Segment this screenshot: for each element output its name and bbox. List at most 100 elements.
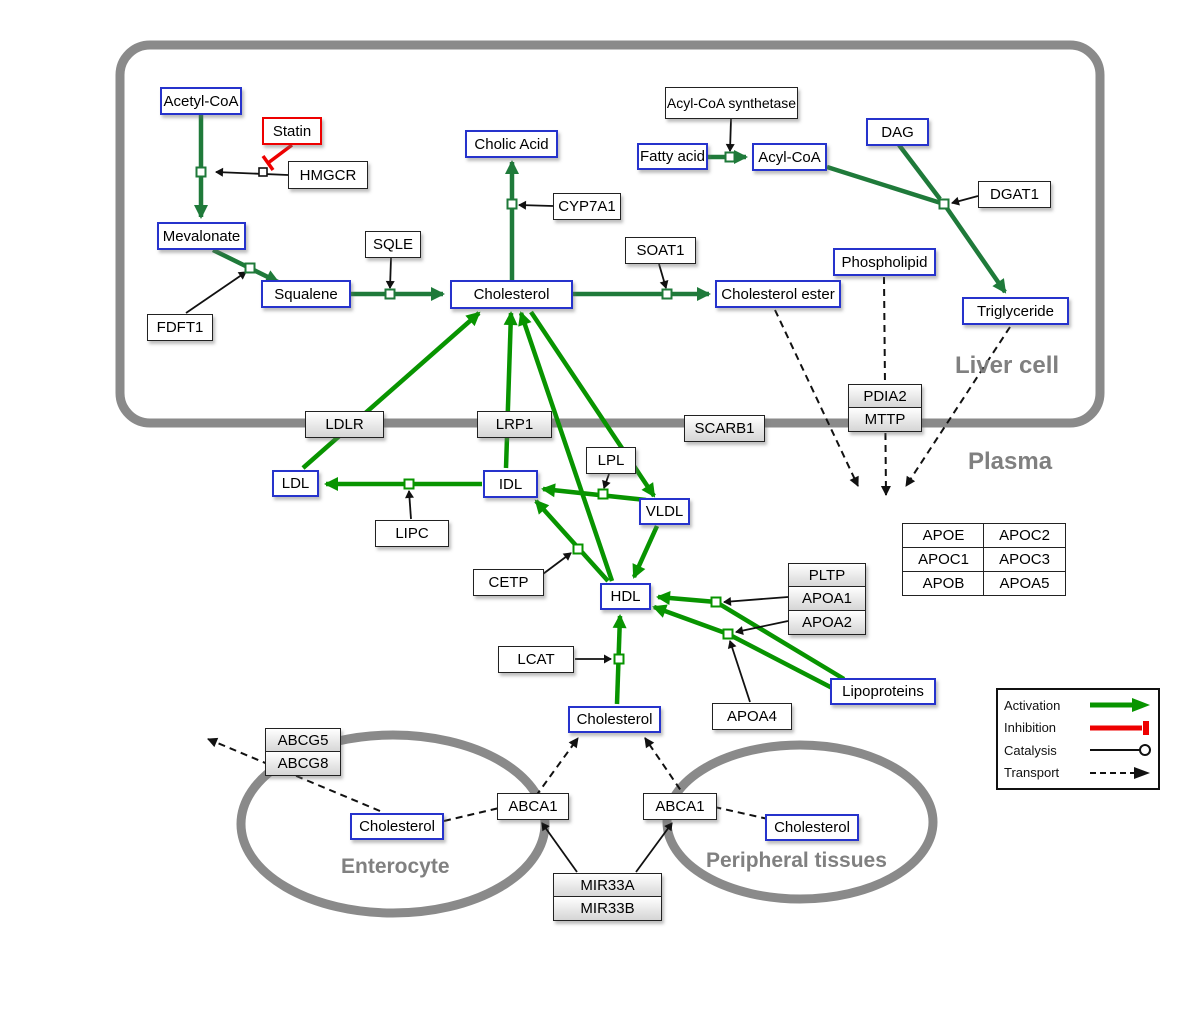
node-pdia2-mttp-group: PDIA2 MTTP [848, 384, 922, 433]
activation-arrow-icon [1090, 698, 1150, 713]
node-idl[interactable]: IDL [483, 470, 538, 498]
node-apoa1[interactable]: APOA1 [788, 586, 866, 612]
node-soat1[interactable]: SOAT1 [625, 237, 696, 264]
legend-row-activation: Activation [1004, 697, 1152, 713]
node-pltp[interactable]: PLTP [788, 563, 866, 588]
node-triglyceride[interactable]: Triglyceride [962, 297, 1069, 325]
node-hdl[interactable]: HDL [600, 583, 651, 610]
node-statin[interactable]: Statin [262, 117, 322, 145]
node-ldlr[interactable]: LDLR [305, 411, 384, 438]
node-mir33a[interactable]: MIR33A [553, 873, 662, 898]
node-cholesterol-plasma[interactable]: Cholesterol [568, 706, 661, 733]
apo-cell[interactable]: APOC1 [902, 546, 985, 572]
apo-cell[interactable]: APOA5 [983, 570, 1066, 596]
node-fdft1[interactable]: FDFT1 [147, 314, 213, 341]
node-squalene[interactable]: Squalene [261, 280, 351, 308]
node-vldl[interactable]: VLDL [639, 498, 690, 525]
node-cholesterol-peripheral[interactable]: Cholesterol [765, 814, 859, 841]
node-cetp[interactable]: CETP [473, 569, 544, 596]
node-ldl[interactable]: LDL [272, 470, 319, 497]
edge-ldl-liver-uptake [301, 311, 481, 470]
catalysis-fdft1 [185, 271, 247, 314]
peripheral-tissues-label: Peripheral tissues [706, 849, 887, 872]
inhibition-statin-tbar [261, 154, 275, 172]
junction-hdl-idl [572, 543, 584, 555]
node-cholesterol-ester[interactable]: Cholesterol ester [715, 280, 841, 308]
node-cyp7a1[interactable]: CYP7A1 [553, 193, 621, 220]
node-dgat1[interactable]: DGAT1 [978, 181, 1051, 208]
node-lipc[interactable]: LIPC [375, 520, 449, 547]
node-mttp[interactable]: MTTP [848, 407, 922, 433]
node-abcg5[interactable]: ABCG5 [265, 728, 341, 753]
edge-mir33-abca1-left [541, 822, 578, 873]
legend-row-inhibition: Inhibition [1004, 720, 1152, 736]
node-lpl[interactable]: LPL [586, 447, 636, 474]
node-pltp-apoa-group: PLTP APOA1 APOA2 [788, 563, 866, 635]
catalysis-lpl [602, 473, 611, 489]
catalysis-lipc [405, 490, 414, 520]
node-lrp1[interactable]: LRP1 [477, 411, 552, 438]
node-cholesterol-liver[interactable]: Cholesterol [450, 280, 573, 309]
catalysis-sqle [385, 257, 395, 289]
legend-catalysis-label: Catalysis [1004, 742, 1057, 758]
node-mevalonate[interactable]: Mevalonate [157, 222, 246, 250]
node-fatty-acid[interactable]: Fatty acid [637, 143, 708, 170]
node-cholesterol-enterocyte[interactable]: Cholesterol [350, 813, 444, 840]
catalysis-cetp [542, 552, 572, 575]
legend-inhibition-label: Inhibition [1004, 720, 1057, 736]
legend-row-transport: Transport [1004, 765, 1152, 781]
node-mir33b[interactable]: MIR33B [553, 896, 662, 922]
transport-peripheral-cholesterol [644, 737, 769, 820]
edge-idl-liver-uptake [503, 311, 518, 469]
legend-activation-label: Activation [1004, 697, 1061, 713]
node-hmgcr[interactable]: HMGCR [288, 161, 368, 189]
inhibition-tbar-icon [1090, 720, 1149, 735]
node-dag[interactable]: DAG [866, 118, 929, 146]
node-acyl-coa-synthetase[interactable]: Acyl-CoA synthetase [665, 87, 798, 119]
node-abcg8[interactable]: ABCG8 [265, 751, 341, 777]
peripheral-tissues-membrane [662, 740, 938, 904]
node-sqle[interactable]: SQLE [365, 231, 421, 258]
node-apoa4[interactable]: APOA4 [712, 703, 792, 730]
junction-acetylcoa-mevalonate [195, 166, 207, 178]
edge-dag-junction [897, 143, 942, 201]
junction-lipoproteins-lower [722, 628, 734, 640]
junction-cholesterol-hdl [613, 653, 625, 665]
junction-hmgcr-catalysis [258, 167, 268, 177]
node-abca1-left[interactable]: ABCA1 [497, 793, 569, 820]
node-apoa2[interactable]: APOA2 [788, 609, 866, 635]
node-lcat[interactable]: LCAT [498, 646, 574, 673]
node-pdia2[interactable]: PDIA2 [848, 384, 922, 409]
node-cholic-acid[interactable]: Cholic Acid [465, 130, 558, 158]
catalysis-soat1 [658, 263, 669, 289]
node-acetyl-coa[interactable]: Acetyl-CoA [160, 87, 242, 115]
edge-mir33-abca1-right [635, 822, 673, 873]
edge-hdl-idl [534, 499, 610, 583]
node-lipoproteins[interactable]: Lipoproteins [830, 678, 936, 705]
catalysis-dgat1 [951, 195, 979, 206]
transport-enterocyte-cholesterol [443, 737, 579, 822]
liver-cell-membrane [115, 40, 1105, 428]
transport-cholesterolester-plasma [774, 309, 859, 487]
node-acyl-coa[interactable]: Acyl-CoA [752, 143, 827, 171]
apo-cell[interactable]: APOB [902, 570, 985, 596]
apo-cell[interactable]: APOC3 [983, 546, 1066, 572]
apo-cell[interactable]: APOE [902, 523, 985, 549]
node-mir33-group: MIR33A MIR33B [553, 873, 662, 922]
node-phospholipid[interactable]: Phospholipid [833, 248, 936, 276]
legend: Activation Inhibition Catalysis Transpor… [996, 688, 1160, 790]
node-scarb1[interactable]: SCARB1 [684, 415, 765, 442]
transport-triglyceride-plasma [905, 326, 1011, 487]
junction-cholesterol-ester [661, 288, 673, 300]
inhibition-statin-hmgcr [266, 143, 294, 165]
catalysis-cyp7a1 [518, 200, 554, 210]
plasma-label: Plasma [968, 448, 1053, 475]
node-abcg-group: ABCG5 ABCG8 [265, 728, 341, 777]
apo-cell[interactable]: APOC2 [983, 523, 1066, 549]
liver-cell-label: Liver cell [955, 352, 1060, 379]
node-abca1-right[interactable]: ABCA1 [643, 793, 717, 820]
catalysis-pltp-apoa1 [723, 596, 789, 606]
edge-hdl-liver-uptake [518, 311, 615, 582]
junction-lipoproteins-upper [710, 596, 722, 608]
